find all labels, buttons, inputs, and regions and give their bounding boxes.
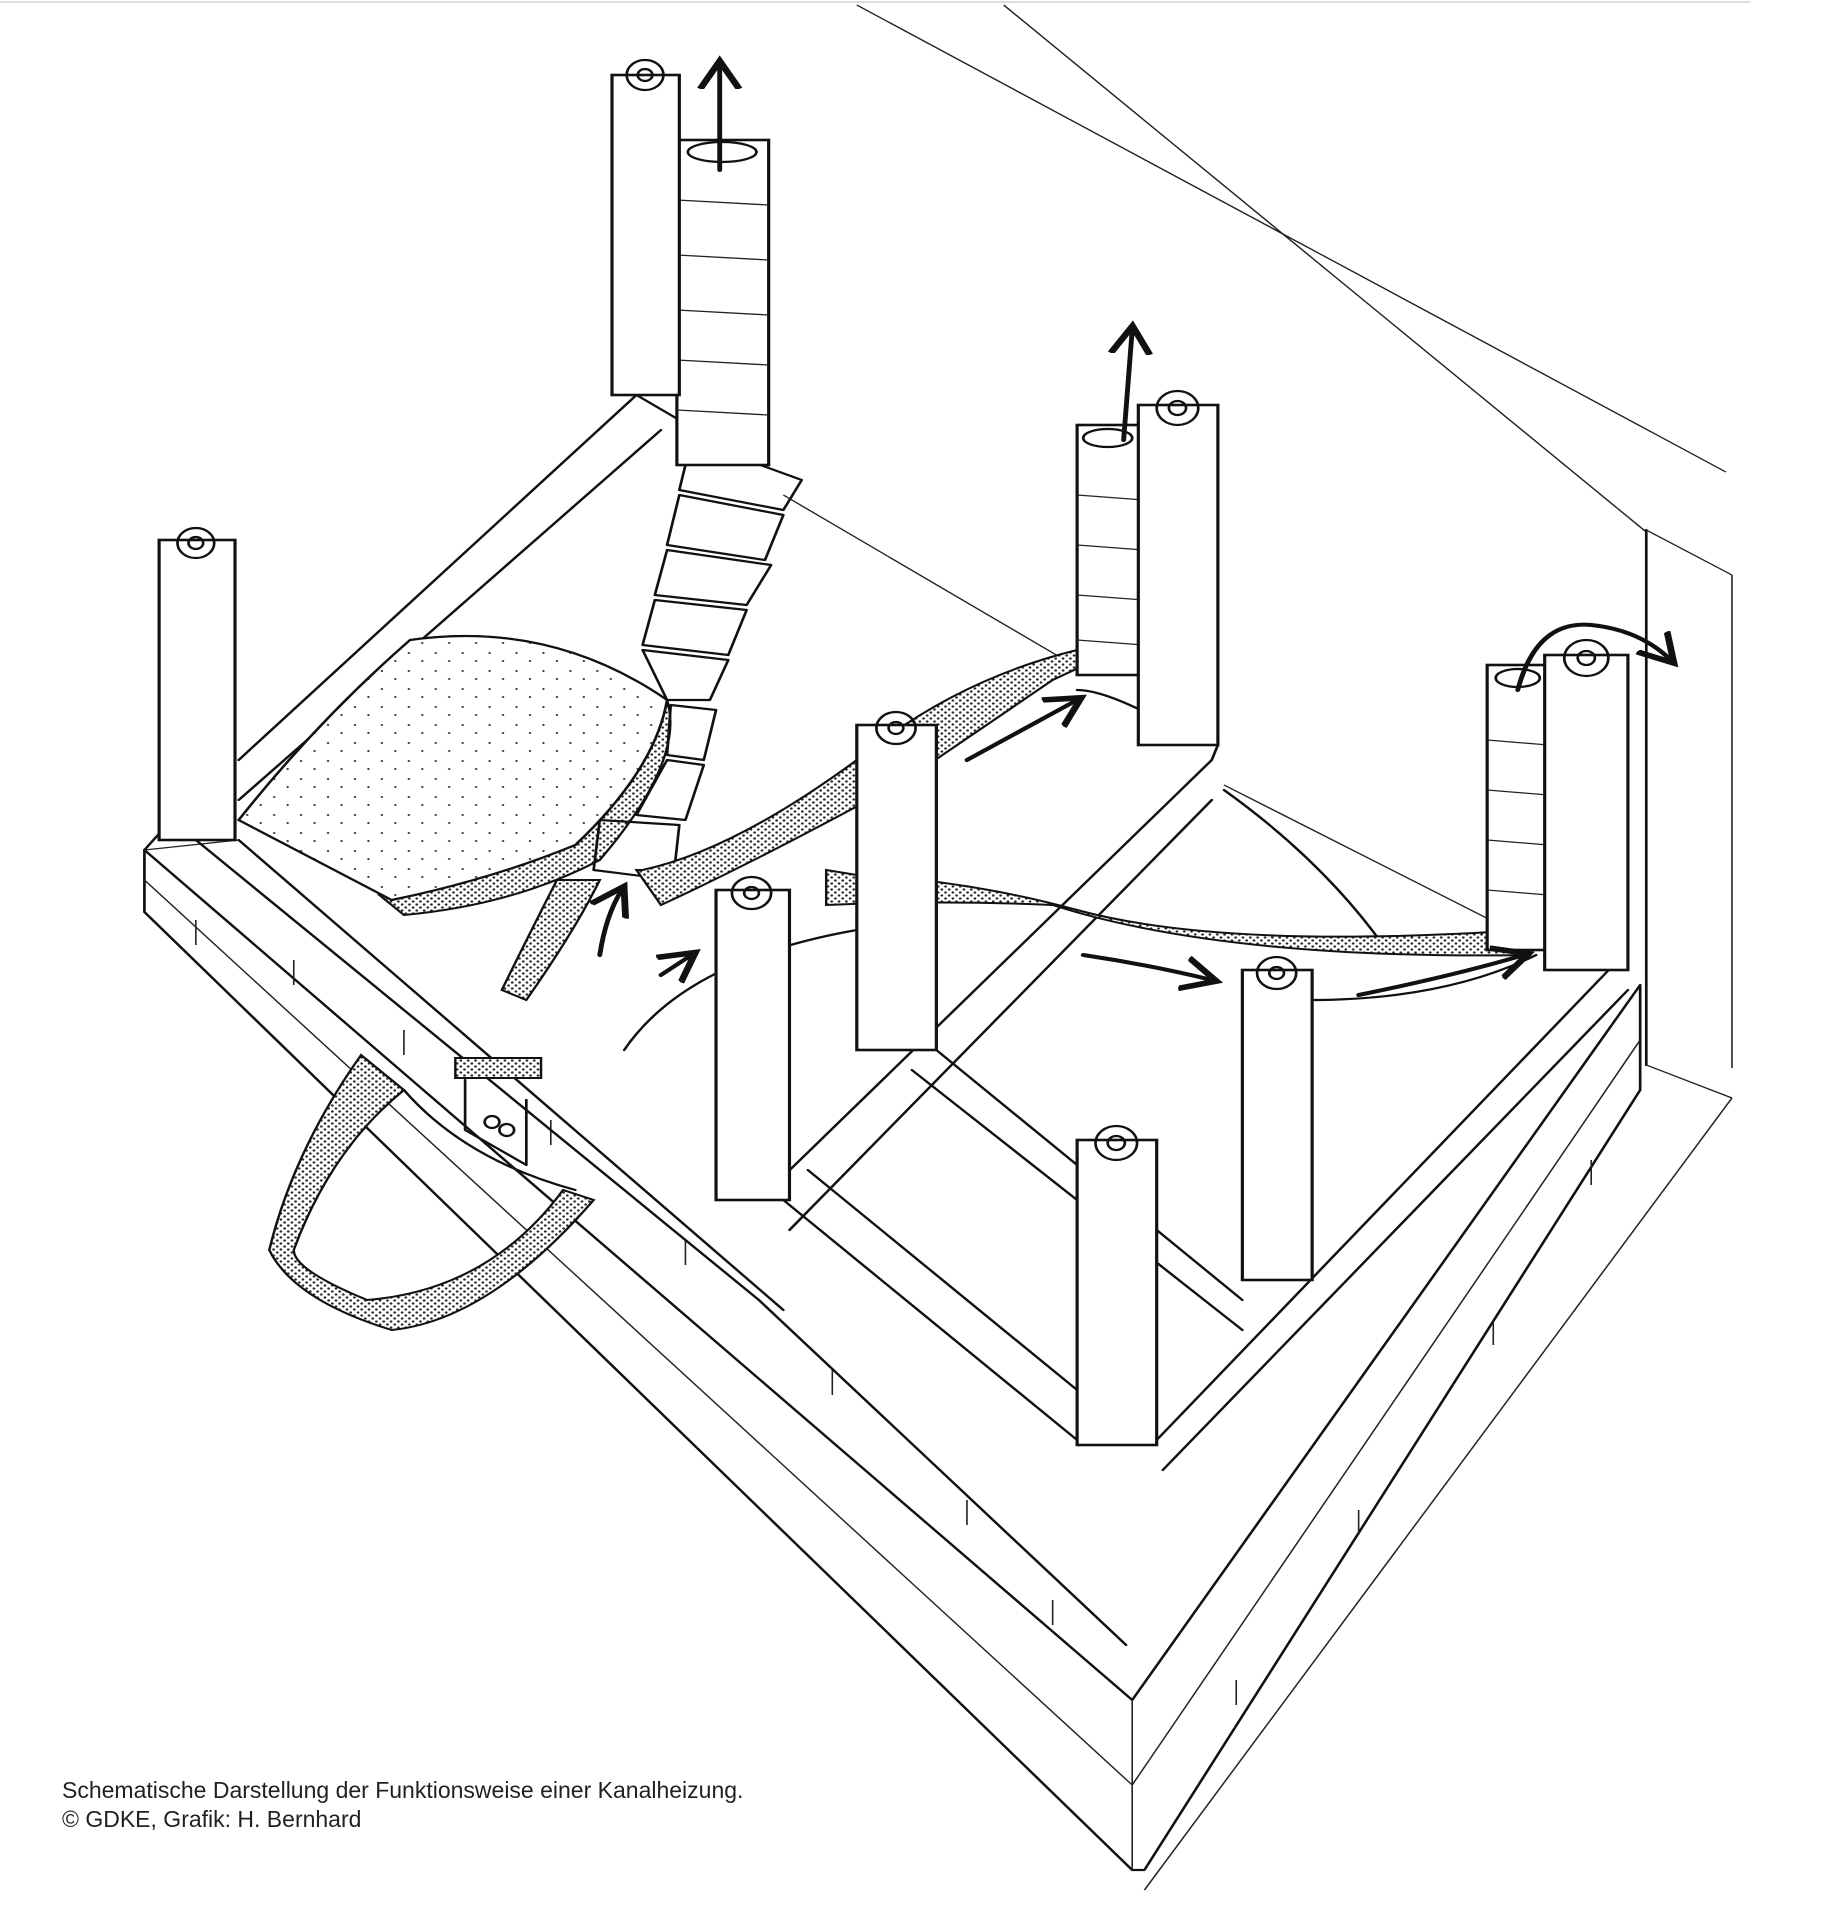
pillar [1136,389,1220,747]
wooden-pillars [157,58,1630,1447]
room-walls [0,1,1751,1891]
arrow-icon [1124,330,1133,442]
furnace-opening [454,1057,543,1167]
pillar [610,58,681,397]
pillar [714,875,792,1202]
arrow-icon [1356,955,1524,997]
airflow-arrows [600,65,1671,997]
stone-slab [236,634,672,917]
caption-title: Schematische Darstellung der Funktionswe… [62,1777,744,1803]
arrow-icon [661,955,692,975]
arrow-icon [964,700,1077,762]
arrow-icon [1080,953,1212,980]
pillar [1075,1124,1159,1447]
caption-credit: © GDKE, Grafik: H. Bernhard [62,1806,362,1832]
figure-caption: Schematische Darstellung der Funktionswe… [62,1776,743,1834]
chimney-flue-3 [1485,663,1550,952]
pillar [1240,955,1314,1282]
pillar [1543,638,1630,972]
pillar [855,710,938,1052]
chimney-flue-2 [1075,423,1147,677]
chimney-flue-1 [675,138,771,467]
foundation-walls [143,393,1642,1872]
arrow-icon [600,890,622,957]
pillar [157,526,237,842]
arrow-icon [1515,622,1671,692]
